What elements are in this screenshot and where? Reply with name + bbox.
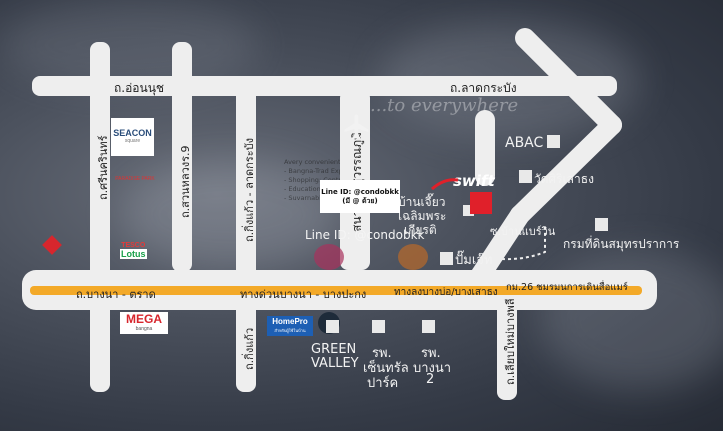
road-bangphli: [497, 290, 517, 400]
tagline-text: ...to everywhere: [370, 95, 519, 116]
homepro-sub: สำหรับผู้ใช้ในบ้าน: [274, 328, 306, 333]
hosp1-marker: [372, 320, 385, 333]
label-hosp2-3: 2: [426, 372, 435, 387]
label-soi: ซ.บ้านแบร์วิน: [490, 225, 556, 238]
label-chalerm: เฉลิมพระ: [398, 209, 447, 223]
desc-line-1: Avery convenient to...: [284, 158, 356, 166]
tesco-text: TESCO: [121, 242, 146, 249]
desc-line-2: - Bangna-Trad Expressway: [284, 167, 370, 175]
lotus-text: Lotus: [120, 249, 147, 259]
label-kingkaew-bottom: ถ.กิ่งแก้ว: [243, 327, 256, 370]
label-hosp2-1: รพ.: [421, 346, 441, 361]
wat-marker: [519, 170, 532, 183]
paradise-park-logo: PARADISE PARK: [115, 176, 155, 182]
label-hosp1-3: ปาร์ค: [367, 376, 399, 391]
watermark-center: Line ID: @condobkk: [305, 228, 425, 242]
promo-circle-right: [398, 244, 428, 270]
homepro-text: HomePro: [272, 317, 308, 326]
watermark-line-1: Line ID: @condobkk: [321, 188, 399, 196]
abac-marker: [547, 135, 560, 148]
hosp2-marker: [422, 320, 435, 333]
expressway-line: [30, 286, 642, 295]
swift-logo: swift: [453, 172, 495, 190]
label-km26: กม.26 ชมรมนการเดินสื่อแมร์: [506, 282, 628, 293]
label-kiat: เกียรติ: [404, 223, 437, 237]
label-ladkrabang: ถ.ลาดกระบัง: [450, 81, 517, 95]
label-srinakarin: ถ.ศรีนครินทร์: [97, 135, 110, 200]
label-hosp2-2: บางนา: [413, 361, 452, 376]
label-bangna-trad: ถ.บางนา - ตราด: [76, 288, 156, 301]
label-wat: วัดศิริเสาธง: [534, 172, 594, 186]
label-dept: กรมที่ดินสมุทรปราการ: [563, 237, 680, 251]
watermark-line-2: (มี @ ด้วย): [342, 197, 378, 205]
desc-line-5: - Suvarnabhumi: [284, 194, 336, 202]
mega-logo: MEGA bangna: [120, 312, 168, 334]
mega-sub: bangna: [135, 326, 153, 332]
swift-swoosh-icon: [430, 178, 459, 191]
road-suan-luang: [172, 42, 192, 272]
green-valley-marker: [326, 320, 339, 333]
watermark-box: Line ID: @condobkk (มี @ ด้วย): [320, 180, 400, 213]
desc-line-4: - Educations: [284, 185, 325, 193]
label-suan-luang: ถ.สวนหลวงร.9: [179, 145, 192, 218]
label-hosp1-1: รพ.: [372, 346, 392, 361]
label-bang-kliao: บ้านเจี๊ยว: [398, 195, 446, 209]
label-abac: ABAC: [505, 135, 544, 151]
label-green-valley-1: GREEN: [311, 342, 357, 357]
bang-kliao-marker: [463, 205, 474, 216]
label-expressway: ทางด่วนบางนา - บางปะกง: [240, 288, 367, 301]
label-pump: ปั๊มเจ๊ท: [455, 253, 493, 268]
label-onnut: ถ.อ่อนนุช: [114, 81, 165, 95]
dept-marker: [595, 218, 608, 231]
label-bangphli: ถ.เลียบใหม่บางพลี: [504, 298, 517, 385]
seacon-text: SEACON: [113, 128, 152, 138]
label-exit: ทางลงบางบ่อ/บางเสาธง: [394, 287, 498, 298]
airplane-icon: [344, 114, 369, 140]
seacon-sub: square: [124, 138, 141, 144]
label-green-valley-2: VALLEY: [311, 356, 359, 371]
pump-marker: [440, 252, 453, 265]
tesco-logo: TESCO Lotus: [120, 242, 147, 259]
label-hosp1-2: เซ็นทรัล: [363, 361, 409, 376]
label-kingkaew-lat: ถ.กิ่งแก้ว - ลาดกระบัง: [243, 138, 256, 242]
promo-circle-left: [314, 244, 344, 270]
mega-text: MEGA: [126, 312, 162, 326]
seacon-logo: SEACON square: [111, 118, 154, 156]
project-marker: [470, 192, 492, 214]
road-kingkaew: [236, 76, 256, 392]
homepro-logo: HomePro สำหรับผู้ใช้ในบ้าน: [267, 316, 313, 336]
